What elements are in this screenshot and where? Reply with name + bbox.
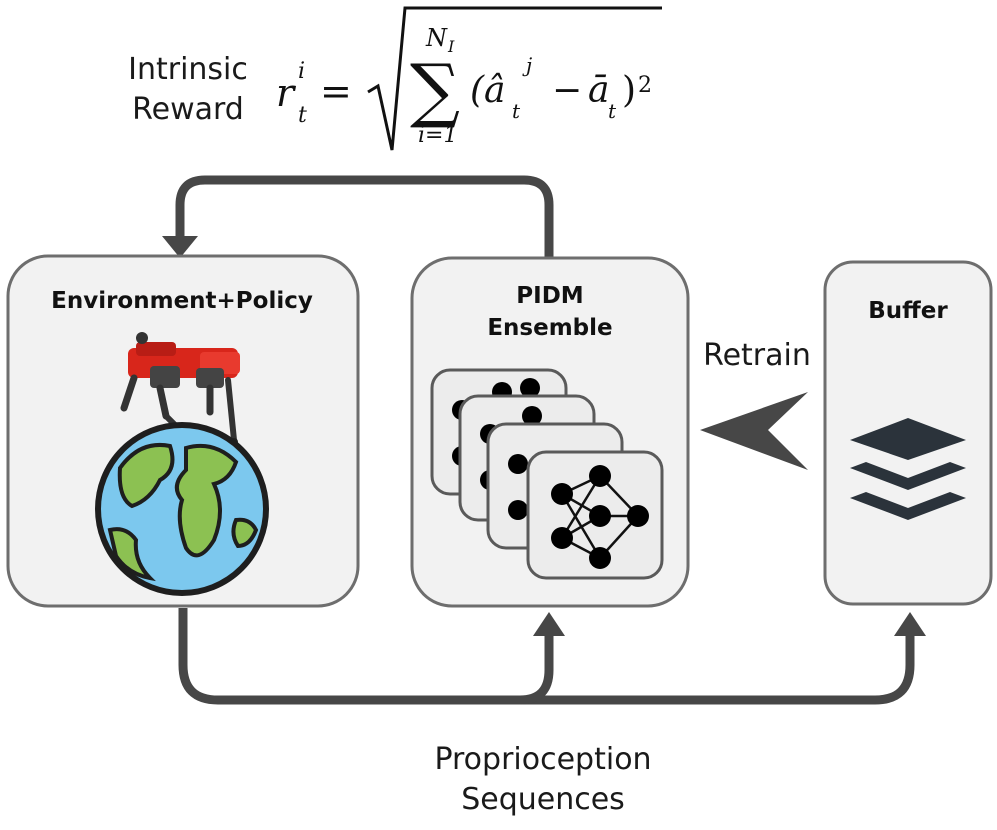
- formula-lhs-sup: i: [298, 59, 305, 84]
- ensemble-card-4: [526, 450, 664, 580]
- intrinsic-reward-line2: Reward: [132, 92, 244, 127]
- intrinsic-reward-formula: r i t = N I ∑ i=1 (â t j − ā t ) 2: [276, 6, 662, 151]
- proprioception-line2: Sequences: [461, 782, 625, 817]
- retrain-label: Retrain: [703, 338, 811, 373]
- pidm-title-line1: PIDM: [516, 283, 584, 309]
- formula-close: ): [622, 70, 636, 111]
- proprioception-flow-line: [178, 608, 915, 705]
- pidm-input-arrowhead: [533, 612, 565, 636]
- feedback-arrowhead: [162, 236, 198, 258]
- buffer-title: Buffer: [868, 298, 948, 324]
- sigma-symbol: ∑: [410, 49, 460, 131]
- sqrt-sign: [367, 6, 662, 151]
- layers-stack-icon: [850, 418, 966, 520]
- sum-upper-sub: I: [447, 37, 455, 56]
- retrain-arrow: [700, 392, 808, 470]
- pidm-title-line2: Ensemble: [487, 315, 613, 341]
- sum-lower: i=1: [418, 123, 457, 148]
- feedback-arrow: [175, 175, 554, 258]
- intrinsic-reward-line1: Intrinsic: [128, 52, 248, 87]
- neural-network-icon: [430, 368, 664, 580]
- pidm-ensemble-title: PIDM Ensemble: [418, 280, 682, 344]
- environment-policy-title: Environment+Policy: [51, 288, 313, 314]
- formula-lhs-sub: t: [298, 103, 307, 128]
- formula-mean-sub: t: [608, 99, 617, 123]
- intrinsic-reward-label: Intrinsic Reward: [108, 50, 268, 130]
- formula-mean-term: ā: [588, 70, 609, 111]
- sum-upper: N: [425, 24, 448, 52]
- formula-term-sub: t: [512, 99, 521, 123]
- formula-power: 2: [638, 73, 652, 98]
- buffer-input-arrowhead: [894, 612, 926, 636]
- pidm-input-line: [519, 628, 554, 705]
- globe-icon: [95, 422, 269, 596]
- formula-term-sup: j: [522, 53, 532, 77]
- formula-minus: −: [552, 70, 582, 111]
- proprioception-line1: Proprioception: [434, 742, 652, 777]
- proprioception-label: Proprioception Sequences: [398, 740, 688, 820]
- formula-term: (â: [470, 70, 506, 111]
- formula-equals: =: [320, 69, 352, 113]
- formula-lhs-symbol: r: [276, 71, 297, 115]
